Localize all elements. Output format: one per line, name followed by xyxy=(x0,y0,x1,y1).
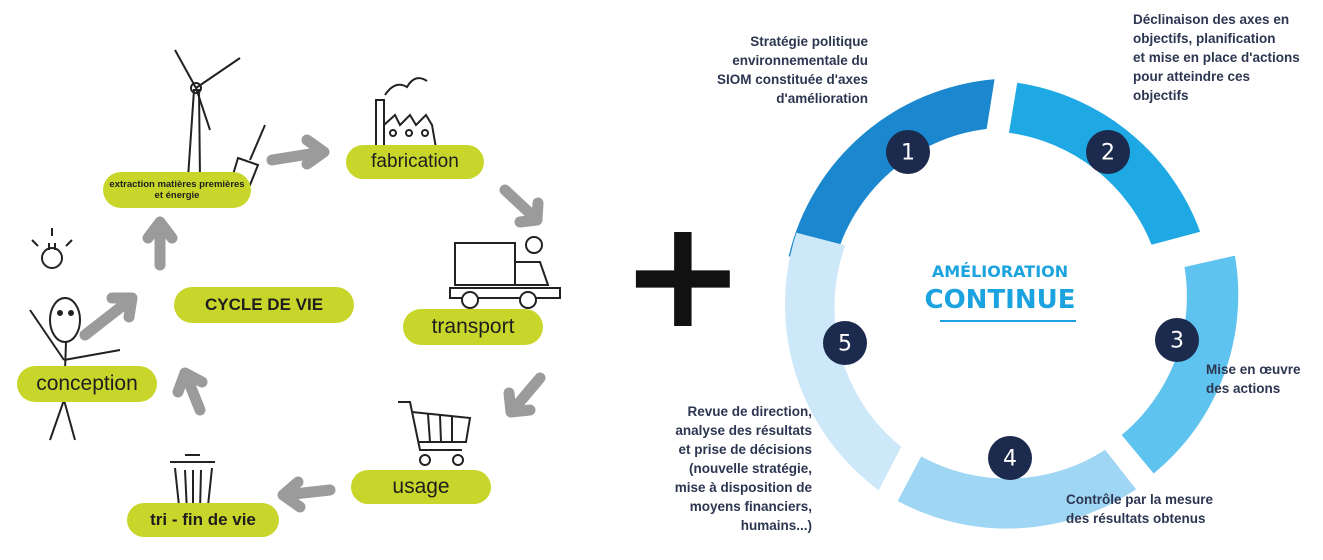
ring-segment-5 xyxy=(785,232,902,491)
step-badges: 1 2 3 4 5 xyxy=(823,130,1199,480)
step-badge-5 xyxy=(823,321,867,365)
wind-turbine-icon xyxy=(174,49,241,179)
pill-cycle-de-vie: CYCLE DE VIE xyxy=(174,287,354,323)
step-badge-2 xyxy=(1086,130,1130,174)
step-number-1: 1 xyxy=(901,141,915,166)
step-number-4: 4 xyxy=(1003,447,1017,472)
pill-extraction: extraction matières premières et énergie xyxy=(103,172,251,208)
center-underline xyxy=(940,320,1076,322)
center-title-line2: CONTINUE xyxy=(924,285,1076,315)
step-text-5: Revue de direction, analyse des résultat… xyxy=(674,404,812,533)
arrow-conception-to-extraction xyxy=(79,292,138,341)
step-badge-3 xyxy=(1155,318,1199,362)
arrow-cycle-up xyxy=(142,216,178,271)
arrow-tri-to-conception xyxy=(172,367,208,416)
arrow-extraction-to-fabrication xyxy=(266,134,330,170)
truck-icon xyxy=(449,236,561,309)
pill-usage: usage xyxy=(351,470,491,504)
step-badge-1 xyxy=(886,130,930,174)
improvement-ring xyxy=(785,79,1239,529)
pill-conception: conception xyxy=(17,366,157,402)
step-number-2: 2 xyxy=(1101,141,1115,166)
arrow-fabrication-to-transport xyxy=(499,184,544,228)
step-number-3: 3 xyxy=(1170,329,1184,354)
ring-segment-3 xyxy=(1121,255,1239,474)
step-text-1: Stratégie politique environnementale du … xyxy=(716,34,868,106)
plus-sign: + xyxy=(620,188,746,362)
pill-tri-fin-de-vie: tri - fin de vie xyxy=(127,503,279,537)
step-text-3: Mise en œuvre des actions xyxy=(1206,362,1301,396)
pill-transport: transport xyxy=(403,309,543,345)
step-badge-4 xyxy=(988,436,1032,480)
step-number-5: 5 xyxy=(838,332,852,357)
step-text-2: Déclinaison des axes en objectifs, plani… xyxy=(1133,12,1300,103)
step-text-4: Contrôle par la mesure des résultats obt… xyxy=(1066,492,1214,526)
arrow-transport-to-usage xyxy=(503,372,546,418)
ring-segment-4 xyxy=(897,449,1137,529)
arrow-usage-to-tri xyxy=(277,476,336,513)
center-title-line1: AMÉLIORATION xyxy=(931,262,1069,281)
factory-icon xyxy=(375,77,437,149)
ring-segment-1 xyxy=(788,79,995,264)
person-with-idea-icon xyxy=(29,228,121,441)
shopping-cart-icon xyxy=(398,401,472,466)
pill-fabrication: fabrication xyxy=(346,145,484,179)
